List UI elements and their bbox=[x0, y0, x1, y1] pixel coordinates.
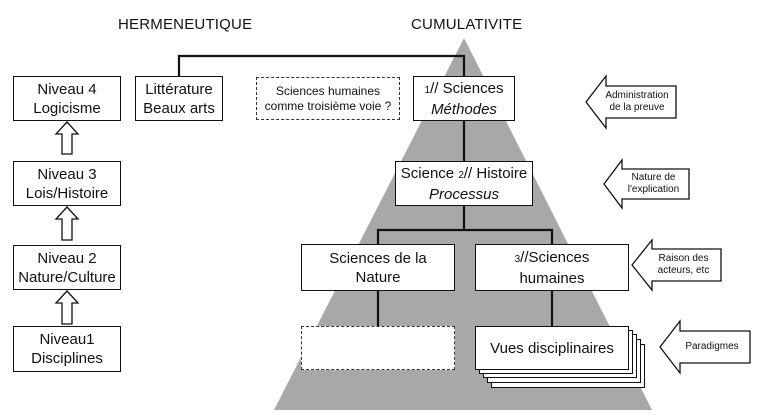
explication-line1: Nature de bbox=[631, 172, 676, 183]
level-1-title: Niveau1 bbox=[39, 331, 95, 348]
level-box-1: Niveau1 Disciplines bbox=[13, 326, 121, 372]
level-4-subtitle: Logicisme bbox=[33, 99, 101, 117]
heading-cumulativite: CUMULATIVITE bbox=[411, 16, 523, 33]
side-arrow-label-paradigmes: Paradigmes bbox=[674, 331, 750, 363]
sciences-methodes: Méthodes bbox=[431, 100, 497, 118]
sciences-line1: 1// Sciences bbox=[425, 79, 504, 100]
vues-disciplinaires-box: Vues disciplinaires bbox=[475, 326, 629, 370]
connector-branch bbox=[376, 228, 554, 244]
voie-line1: Sciences humaines bbox=[275, 83, 381, 98]
level-4-title: Niveau 4 bbox=[37, 80, 97, 98]
level-2-title: Niveau 2 bbox=[37, 249, 97, 267]
level-box-2: Niveau 2 Nature/Culture bbox=[13, 245, 121, 290]
science-prefix: Science bbox=[400, 164, 459, 182]
litterature-box: Littérature Beaux arts bbox=[135, 76, 223, 121]
sciences-humaines-voie-box: Sciences humaines comme troisième voie ? bbox=[256, 77, 400, 120]
science-histoire-processus: Processus bbox=[428, 185, 500, 203]
paradigmes-line1: Paradigmes bbox=[685, 341, 739, 352]
level-3-subtitle: Lois/Histoire bbox=[25, 184, 109, 202]
humaines-number: 3 bbox=[514, 253, 521, 265]
left-arrow-icon bbox=[603, 158, 690, 210]
science-histoire-line1: Science 2// Histoire bbox=[401, 164, 527, 185]
connector-top-bracket bbox=[177, 54, 466, 76]
sciences-methodes-box: 1// Sciences Méthodes bbox=[413, 76, 515, 121]
explication-line2: l'explication bbox=[627, 184, 680, 195]
up-arrow-icon bbox=[54, 290, 80, 325]
science-histoire-box: Science 2// Histoire Processus bbox=[395, 161, 533, 206]
acteurs-line2: acteurs, etc bbox=[657, 265, 710, 276]
nature-line1: Sciences de la bbox=[329, 249, 427, 267]
humaines-line1: 3//Sciences bbox=[515, 248, 590, 269]
left-arrow-icon bbox=[659, 319, 751, 375]
sciences-humaines-box: 3//Sciences humaines bbox=[475, 244, 629, 291]
level-2-subtitle: Nature/Culture bbox=[18, 268, 116, 286]
nature-line2: Nature bbox=[355, 268, 401, 286]
left-arrow-icon bbox=[631, 238, 722, 292]
litterature-line1: Littérature bbox=[145, 80, 213, 98]
litterature-line2: Beaux arts bbox=[143, 99, 215, 117]
humaines-line2: humaines bbox=[519, 269, 585, 287]
sciences-nature-box: Sciences de la Nature bbox=[301, 244, 455, 291]
up-arrow-icon bbox=[54, 121, 80, 155]
level-box-4: Niveau 4 Logicisme bbox=[13, 76, 121, 121]
vues-label: Vues disciplinaires bbox=[490, 339, 614, 357]
heading-hermeneutique: HERMENEUTIQUE bbox=[118, 16, 253, 33]
level-1-subtitle: Disciplines bbox=[31, 350, 103, 367]
level-box-3: Niveau 3 Lois/Histoire bbox=[13, 161, 121, 206]
sciences-number: 1 bbox=[424, 84, 431, 96]
empty-dashed-box bbox=[301, 326, 455, 370]
sciences-label: // Sciences bbox=[430, 79, 504, 97]
left-arrow-icon bbox=[585, 74, 677, 130]
voie-line2: comme troisième voie ? bbox=[264, 98, 392, 113]
science-histoire-number: 2 bbox=[458, 169, 464, 181]
level-3-title: Niveau 3 bbox=[37, 165, 97, 183]
preuve-line2: de la preuve bbox=[609, 102, 665, 113]
humaines-label: //Sciences bbox=[520, 248, 590, 266]
science-histoire-label: // Histoire bbox=[463, 164, 528, 182]
acteurs-line1: Raison des bbox=[658, 253, 709, 264]
up-arrow-icon bbox=[54, 206, 80, 241]
preuve-line1: Administration bbox=[605, 90, 669, 101]
